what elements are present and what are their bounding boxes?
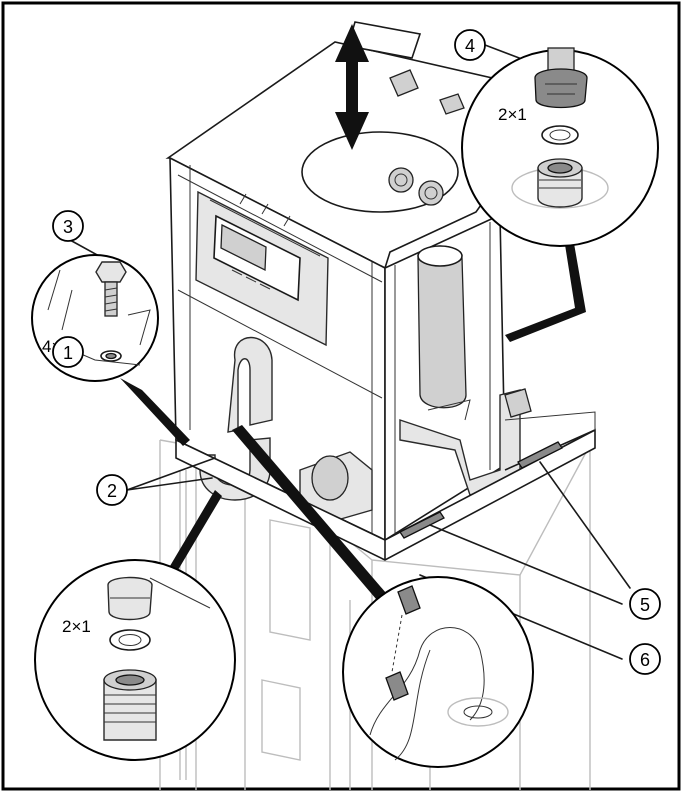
pipe-middle: [227, 336, 273, 433]
callout-1: 1: [52, 336, 84, 368]
bolt-head-3: [95, 261, 127, 283]
detail-zoom-6: [342, 576, 534, 768]
detail-zoom-1: 2×1: [34, 559, 236, 761]
svg-text:4: 4: [465, 36, 475, 56]
svg-text:3: 3: [63, 217, 73, 237]
connector-lower-6: [385, 671, 409, 701]
detail-zoom-4: 2×1: [461, 47, 659, 247]
svg-text:2: 2: [107, 481, 117, 501]
connector-upper-6: [397, 585, 421, 615]
expansion-tank: [417, 245, 467, 409]
qty-label-1: 2×1: [62, 617, 91, 636]
qty-label-4: 2×1: [498, 105, 527, 124]
double-arrow-icon: [335, 24, 369, 150]
slot-right: [517, 441, 563, 469]
top-connector-left: [388, 167, 414, 193]
bolt-shaft-3: [104, 281, 118, 317]
callout-4: 4: [454, 29, 486, 61]
pointer-detail-6: [232, 425, 392, 606]
svg-text:6: 6: [640, 650, 650, 670]
detail-zoom-3: 4×1: [31, 254, 159, 382]
svg-text:5: 5: [640, 595, 650, 615]
grommet-6: [447, 697, 509, 727]
leader-5: [429, 461, 631, 605]
callout-6: 6: [629, 643, 661, 675]
pointer-detail-4: [505, 232, 586, 342]
callout-5: 5: [629, 588, 661, 620]
callout-2: 2: [96, 474, 128, 506]
pointer-detail-3: [120, 378, 190, 446]
pointer-detail-1: [170, 490, 222, 570]
svg-text:1: 1: [63, 343, 73, 363]
slot-left: [399, 511, 445, 539]
seal-ring-4: [541, 125, 579, 145]
leader-2: [126, 457, 216, 491]
display-screen: [220, 223, 267, 272]
union-nut-4: [534, 68, 588, 109]
threaded-fitting-4: [537, 167, 583, 208]
main-unit: [165, 21, 596, 561]
top-connector-right: [418, 180, 444, 206]
seal-ring-1: [109, 629, 151, 651]
callout-3: 3: [52, 210, 84, 242]
